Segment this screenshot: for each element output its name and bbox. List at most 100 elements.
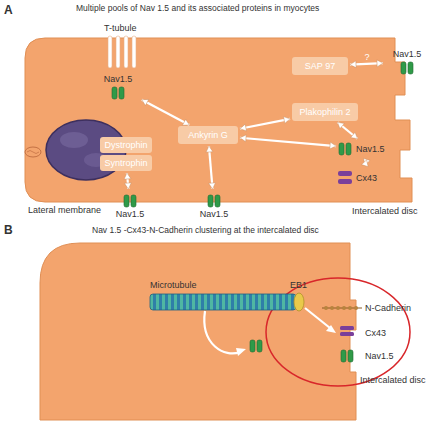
protein-box: Syntrophin — [100, 155, 152, 171]
annotation-label: Intercalated disc — [360, 376, 426, 385]
double-arrow — [361, 158, 370, 166]
connexin — [338, 171, 352, 176]
annotation-label: Nav1.5 — [365, 352, 394, 361]
arrow-head — [361, 160, 368, 167]
t-tubule — [108, 36, 112, 68]
sodium-channel-node: Nav1.5 — [192, 191, 236, 221]
protein-name: SAP 97 — [305, 62, 335, 71]
channel-subunit — [119, 87, 124, 99]
arrow-head — [236, 348, 246, 356]
mitochondrion-crista — [27, 151, 39, 154]
protein-box: Dystrophin — [100, 137, 152, 153]
protein-box: Plakophilin 2 — [292, 103, 358, 121]
arrow-head — [209, 183, 216, 189]
n-cadherin-domain — [324, 306, 328, 310]
panel-letter: B — [4, 224, 13, 236]
protein-name: Ankyrin G — [188, 131, 228, 140]
sodium-channel — [257, 340, 262, 352]
channel-subunit — [339, 143, 344, 155]
n-cadherin-domain — [354, 306, 358, 310]
channel-subunit — [401, 62, 406, 74]
n-cadherin-domain — [342, 306, 346, 310]
protein-name: Syntrophin — [104, 159, 147, 168]
arrow-head — [350, 61, 356, 68]
channel-label: Nav1.5 — [200, 210, 229, 219]
sodium-channel-node: Nav1.5 — [338, 140, 402, 158]
arrow-head — [124, 173, 131, 179]
double-arrow — [142, 99, 190, 125]
protein-name: Dystrophin — [104, 141, 147, 150]
arrow-shaft — [142, 100, 190, 125]
chromatin — [60, 132, 88, 148]
arrow-head — [124, 183, 131, 189]
sodium-channel-icon — [207, 194, 221, 208]
annotation-label: N-Cadherin — [365, 304, 411, 313]
annotation-label: EB1 — [290, 281, 307, 290]
arrow-head — [377, 60, 383, 67]
arrow-head — [330, 142, 336, 149]
panel-letter: A — [4, 4, 13, 16]
sodium-channel-icon — [111, 86, 125, 100]
sodium-channel — [250, 340, 255, 352]
annotation-label: Multiple pools of Nav 1.5 and its associ… — [76, 4, 319, 13]
channel-subunit — [408, 62, 413, 74]
annotation-label: Nav 1.5 -Cx43-N-Cadherin clustering at t… — [92, 226, 319, 235]
arrow-shaft — [240, 138, 336, 146]
protein-box: SAP 97 — [292, 57, 348, 75]
connexin-node: Cx43 — [338, 167, 384, 189]
protein-name: Plakophilin 2 — [299, 108, 350, 117]
annotation-label: Intercalated disc — [352, 207, 418, 216]
double-arrow — [124, 173, 131, 189]
annotation-label: T-tubule — [104, 24, 137, 33]
sodium-channel-icon — [400, 61, 414, 75]
channel-subunit — [215, 195, 220, 207]
arrow-head — [240, 124, 247, 131]
arrow-head — [240, 135, 246, 142]
arrow-head — [337, 122, 344, 129]
channel-label: Nav1.5 — [356, 145, 385, 154]
microtubule — [150, 294, 296, 310]
connexin — [340, 326, 354, 330]
protein-box: Ankyrin G — [178, 126, 238, 144]
annotation-label: Lateral membrane — [28, 206, 101, 215]
arrow-head — [351, 132, 358, 139]
eb1-cap — [294, 293, 304, 311]
double-arrow — [240, 117, 290, 131]
sodium-channel-node: Nav1.5 — [96, 72, 140, 102]
arrow-head — [182, 119, 189, 125]
arrow-head — [142, 99, 149, 105]
sodium-channel-icon — [123, 194, 137, 208]
n-cadherin-domain — [336, 306, 340, 310]
channel-label: Cx43 — [356, 174, 377, 183]
channel-label: Nav1.5 — [104, 75, 133, 84]
t-tubule — [124, 36, 128, 68]
annotation-label: Microtubule — [150, 281, 197, 290]
arrow-head — [206, 146, 213, 152]
connexin-icon — [338, 169, 352, 187]
transport-arrow — [204, 311, 240, 353]
channel-subunit — [131, 195, 136, 207]
connexin — [340, 332, 354, 336]
sodium-channel — [341, 350, 346, 362]
channel-label: Nav1.5 — [393, 50, 422, 59]
double-arrow — [337, 122, 357, 138]
channel-subunit — [124, 195, 129, 207]
sodium-channel-icon — [338, 142, 352, 156]
channel-subunit — [346, 143, 351, 155]
mitochondrion — [25, 147, 41, 157]
channel-subunit — [208, 195, 213, 207]
myocyte-cell — [40, 243, 356, 420]
arrow-head — [283, 117, 290, 124]
t-tubule — [132, 36, 136, 68]
annotation-label: Cx43 — [365, 329, 386, 338]
arrow-shaft — [209, 146, 213, 189]
arrow-shaft — [240, 119, 290, 129]
sodium-channel-node: Nav1.5 — [385, 46, 429, 78]
n-cadherin-domain — [348, 306, 352, 310]
arrow-shaft — [337, 122, 357, 138]
edge-label: ? — [365, 53, 370, 62]
arrow-head — [326, 325, 336, 333]
connexin — [338, 179, 352, 184]
sodium-channel-node: Nav1.5 — [108, 191, 152, 221]
double-arrow — [206, 146, 216, 189]
